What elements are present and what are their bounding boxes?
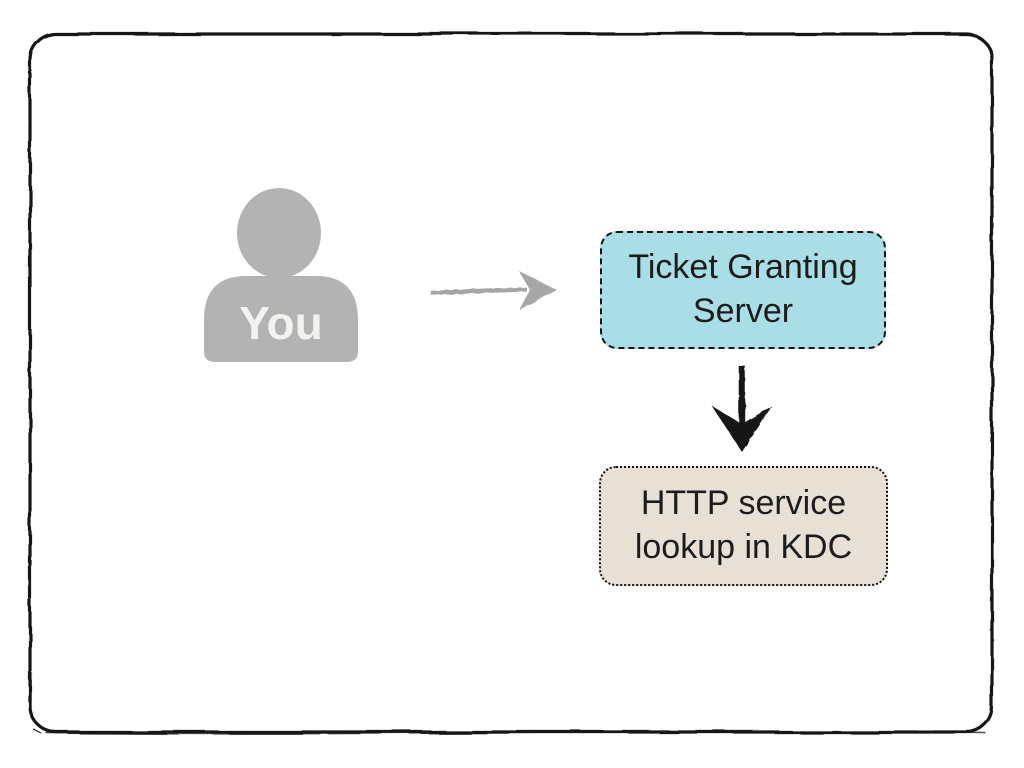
page-frame-border — [28, 32, 994, 734]
frame-stray-marks — [30, 671, 42, 734]
person-icon: You — [204, 188, 358, 362]
node-http-service-lookup-kdc-label: HTTP service lookup in KDC — [634, 484, 853, 566]
person-body-shape — [204, 276, 358, 362]
person-head-shape — [237, 188, 321, 278]
arrow-you-to-tgs-head — [519, 271, 557, 310]
person-label: You — [239, 297, 322, 349]
page-frame — [28, 32, 994, 735]
page-frame-bottom-doubled-stroke — [45, 731, 987, 735]
arrow-you-to-tgs-shaft — [430, 287, 528, 296]
frame-stray-left-stroke — [30, 671, 33, 709]
node-ticket-granting-server-label: Ticket Granting Server — [628, 248, 858, 330]
node-http-service-lookup-kdc: HTTP service lookup in KDC — [599, 466, 888, 586]
frame-stray-corner-tick — [32, 728, 42, 734]
node-ticket-granting-server: Ticket Granting Server — [600, 231, 886, 349]
arrow-tgs-to-kdc — [712, 366, 772, 452]
arrow-you-to-tgs — [430, 271, 557, 310]
arrow-tgs-to-kdc-head — [712, 406, 772, 452]
